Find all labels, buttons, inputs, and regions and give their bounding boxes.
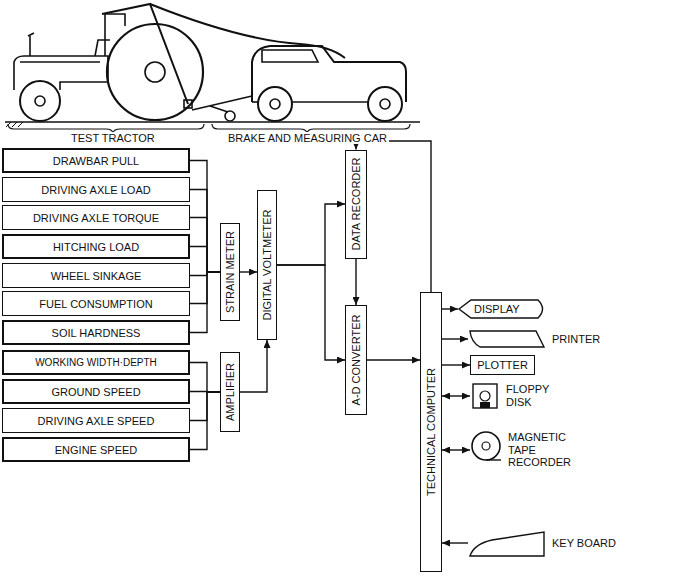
- sensor-box: DRIVING AXLE SPEED: [2, 408, 190, 433]
- sensor-box: WORKING WIDTH·DEPTH: [2, 350, 190, 375]
- signal-connector: [442, 338, 468, 339]
- sensor-box: WHEEL SINKAGE: [2, 263, 190, 288]
- node-label: SOIL HARDNESS: [52, 327, 141, 339]
- node-label: STRAIN METER: [224, 231, 236, 313]
- illustration-lines: [5, 4, 420, 133]
- node-label: WHEEL SINKAGE: [51, 270, 142, 282]
- signal-connector: [442, 308, 458, 309]
- signal-connector: [190, 161, 220, 273]
- floppy-disk-icon-outline: [470, 381, 500, 411]
- instrument-box: DIGITAL VOLTMETER: [257, 190, 277, 340]
- floppy-disk-icon: FLOPPY DISK: [470, 381, 551, 411]
- node-label: AMPLIFIER: [224, 363, 236, 421]
- node-label: DRIVING AXLE SPEED: [38, 415, 155, 427]
- signal-connector: [190, 363, 220, 393]
- signal-connector: [277, 265, 345, 360]
- tape-recorder-icon-outline: [470, 430, 502, 462]
- node-label: DRAWBAR PULL: [53, 155, 139, 167]
- signal-connector: [355, 259, 356, 306]
- signal-connector: [190, 272, 220, 333]
- sensor-box: DRIVING AXLE LOAD: [2, 177, 190, 202]
- section-label: TEST TRACTOR: [69, 132, 157, 144]
- node-label: DISPLAY: [474, 303, 520, 315]
- computer-box: TECHNICAL COMPUTER: [420, 292, 442, 572]
- keyboard-icon-outline: [468, 528, 546, 558]
- sensor-box: GROUND SPEED: [2, 379, 190, 404]
- signal-connector: [190, 272, 220, 304]
- node-label: DRIVING AXLE TORQUE: [33, 212, 159, 224]
- sensor-box: FUEL CONSUMPTION: [2, 291, 190, 316]
- instrument-box: DATA RECORDER: [345, 150, 367, 259]
- signal-connector: [240, 271, 257, 272]
- node-label: PRINTER: [552, 333, 600, 346]
- display-shape: DISPLAY: [458, 299, 548, 319]
- node-label: GROUND SPEED: [51, 386, 140, 398]
- signal-connector: [442, 542, 468, 543]
- signal-connector: [442, 364, 470, 365]
- node-label: FUEL CONSUMPTION: [39, 298, 152, 310]
- sensor-box: SOIL HARDNESS: [2, 320, 190, 345]
- sensor-box: ENGINE SPEED: [2, 437, 190, 462]
- node-label: HITCHING LOAD: [53, 241, 139, 253]
- instrument-box: AMPLIFIER: [220, 352, 240, 432]
- signal-connector: [190, 392, 220, 450]
- signal-connector: [367, 359, 420, 360]
- node-label: KEY BOARD: [552, 537, 616, 550]
- signal-connector: [190, 247, 220, 273]
- sensor-box: HITCHING LOAD: [2, 234, 190, 259]
- node-label: WORKING WIDTH·DEPTH: [35, 357, 157, 368]
- sensor-box: DRAWBAR PULL: [2, 148, 190, 173]
- plotter-box: PLOTTER: [470, 355, 535, 375]
- keyboard-icon: KEY BOARD: [468, 528, 618, 558]
- node-label: PLOTTER: [477, 359, 528, 371]
- signal-connector: [356, 141, 431, 292]
- node-label: DRIVING AXLE LOAD: [41, 184, 150, 196]
- instrument-box: STRAIN METER: [220, 223, 240, 321]
- signal-connector: [190, 218, 220, 273]
- node-label: DATA RECORDER: [350, 157, 362, 250]
- node-label: MAGNETIC TAPE RECORDER: [508, 431, 573, 469]
- printer-icon-outline: [468, 329, 546, 349]
- signal-connector: [442, 449, 470, 450]
- sensor-box: DRIVING AXLE TORQUE: [2, 205, 190, 230]
- signal-connector: [190, 190, 220, 273]
- section-label: BRAKE AND MEASURING CAR: [226, 132, 389, 144]
- printer-icon: PRINTER: [468, 329, 602, 349]
- signal-connector: [240, 340, 267, 392]
- tape-recorder-icon: MAGNETIC TAPE RECORDER: [470, 430, 573, 470]
- signal-connector: [442, 395, 470, 396]
- node-label: ENGINE SPEED: [55, 444, 138, 456]
- node-label: A-D CONVERTER: [350, 315, 362, 406]
- node-label: FLOPPY DISK: [506, 383, 551, 408]
- node-label: DIGITAL VOLTMETER: [261, 209, 273, 320]
- signal-connector: [277, 204, 345, 265]
- signal-connector: [190, 392, 220, 421]
- node-label: TECHNICAL COMPUTER: [425, 368, 437, 496]
- instrument-box: A-D CONVERTER: [345, 305, 367, 415]
